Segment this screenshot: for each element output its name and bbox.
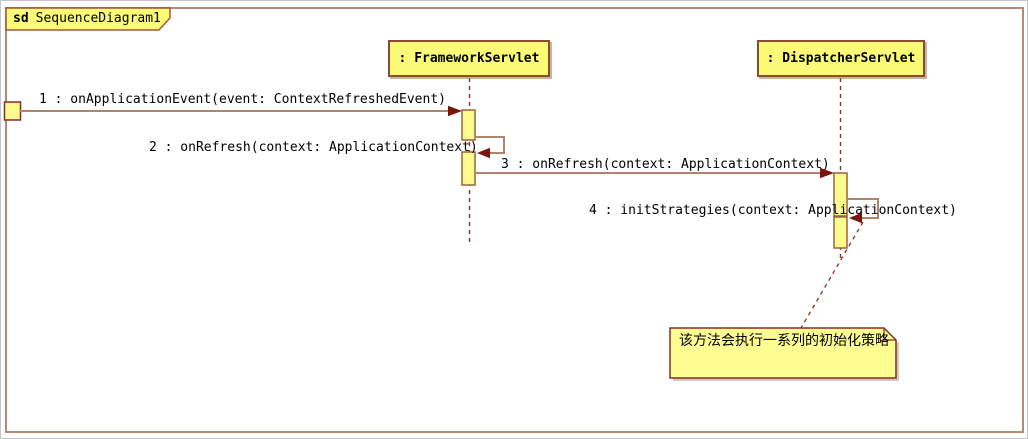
lifeline-head-framework-servlet: : FrameworkServlet (388, 40, 550, 77)
activation-dispatcher-servlet-2 (833, 216, 848, 249)
message-3-label: 3 : onRefresh(context: ApplicationContex… (501, 157, 830, 172)
note-anchor-line (800, 221, 864, 329)
note-text: 该方法会执行一系列的初始化策略 (679, 333, 889, 349)
found-message-gate (3, 101, 22, 121)
activation-framework-servlet-2 (461, 151, 476, 186)
lifeline-framework-servlet-label: : FrameworkServlet (398, 51, 540, 66)
lifeline-dispatcher-servlet-label: : DispatcherServlet (766, 51, 916, 66)
activation-framework-servlet-1 (461, 109, 476, 141)
message-2-arrowhead (477, 147, 490, 159)
message-2-self-path (475, 136, 505, 154)
diagram-frame-border (5, 7, 1024, 433)
note (669, 327, 897, 379)
frame-name: SequenceDiagram1 (35, 11, 161, 26)
frame-title: sd SequenceDiagram1 (13, 11, 161, 26)
message-2-label: 2 : onRefresh(context: ApplicationContex… (149, 140, 478, 155)
message-1-label: 1 : onApplicationEvent(event: ContextRef… (39, 92, 446, 107)
lifeline-head-dispatcher-servlet: : DispatcherServlet (757, 40, 925, 77)
frame-title-tab (5, 7, 171, 31)
message-4-self-path (847, 198, 879, 219)
note-fold-corner (883, 328, 896, 341)
message-4-label: 4 : initStrategies(context: ApplicationC… (589, 203, 957, 218)
message-3-arrowhead (820, 167, 834, 179)
activation-dispatcher-servlet-1 (833, 172, 848, 217)
message-1-arrowhead (448, 105, 462, 117)
frame-keyword: sd (13, 11, 29, 26)
message-4-arrowhead (849, 212, 862, 224)
